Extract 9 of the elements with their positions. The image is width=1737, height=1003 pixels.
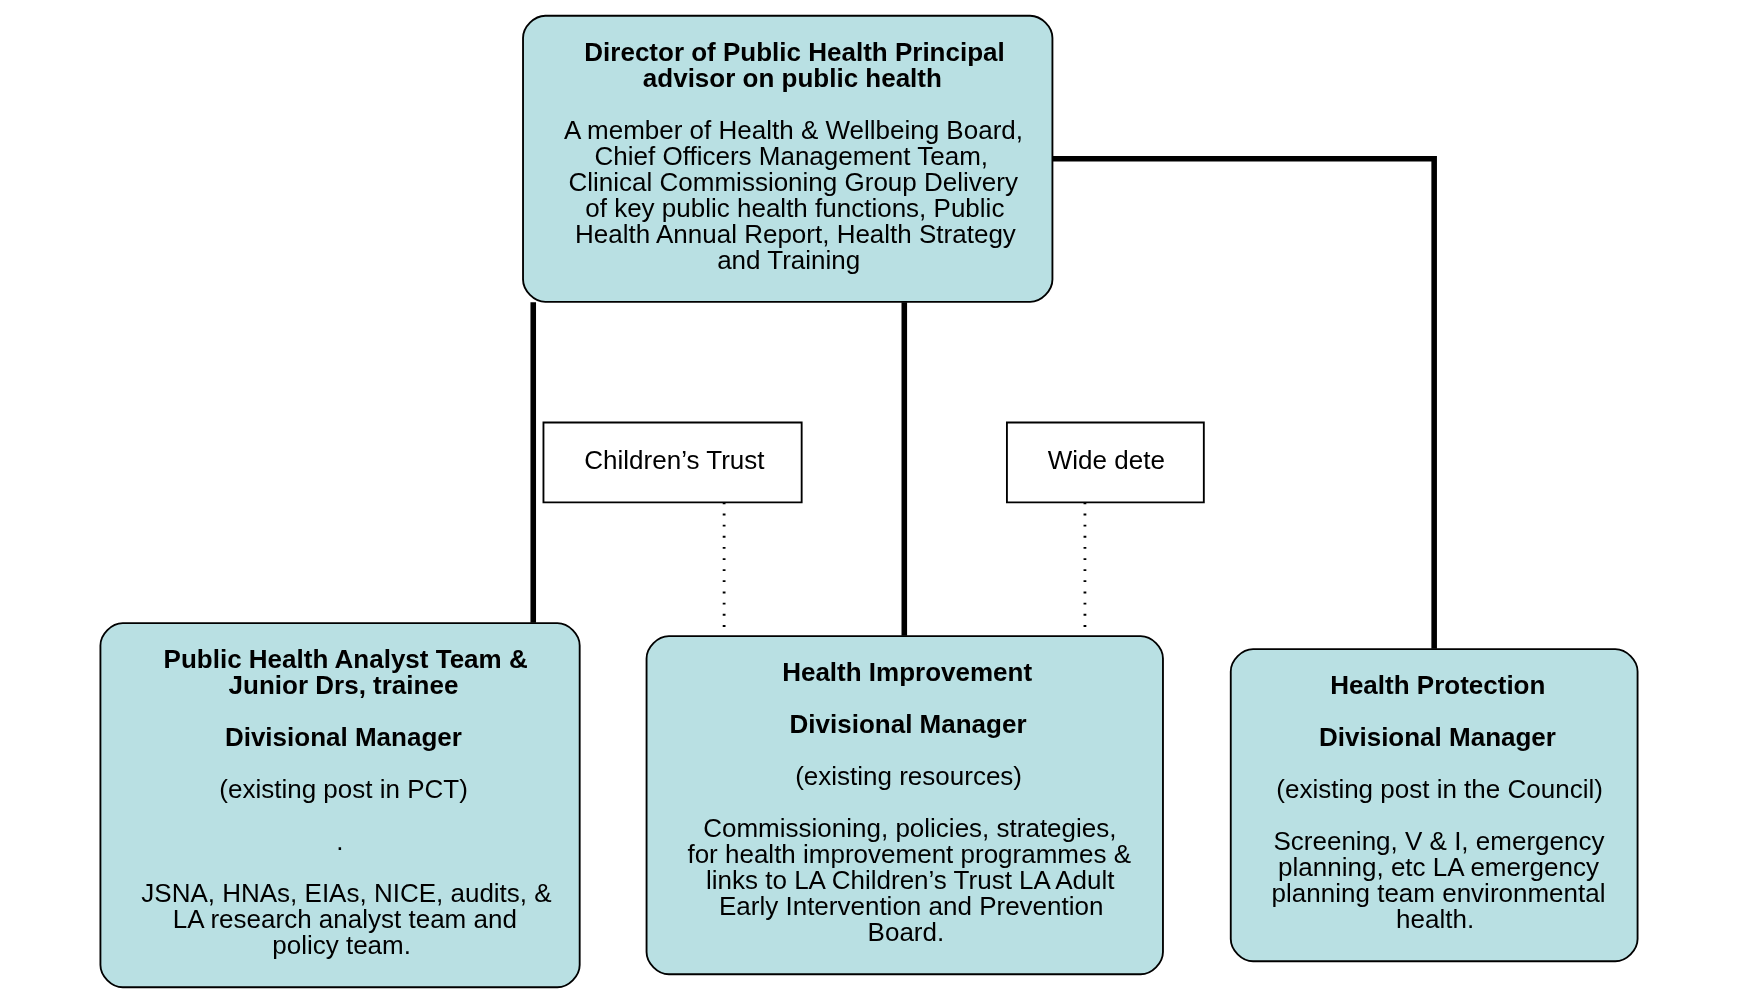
node-box: Children’s Trust [542, 421, 803, 504]
node-box: Wide dete [1005, 421, 1205, 504]
node-box: Public Health Analyst Team & Junior Drs, trainee Divisional Manager (existing post in PCT) . JSNA, HNAs, EIAs, NICE, audits, & LA research analyst team and policy team. [99, 622, 581, 989]
node-box: Director of Public Health Principal advisor on public health A member of Health & Wellbeing Board, Chief Officers Management Team, Clinical Commissioning Group Delivery of key public health functions, Public Health Annual Report, Health Strategy and Training [521, 14, 1053, 303]
connector [1052, 156, 1437, 649]
node-box: Health Protection Divisional Manager (existing post in the Council) Screening, V & I, emergency planning, etc LA emergency planning team environmental health. [1229, 648, 1638, 963]
node-box: Health Improvement Divisional Manager (existing resources) Commissioning, policies, strategies, for health improvement programmes & links to LA Children’s Trust LA Adult Early Intervention and Prevention Board. [645, 635, 1164, 976]
connector [901, 302, 907, 636]
connector [529, 302, 536, 623]
